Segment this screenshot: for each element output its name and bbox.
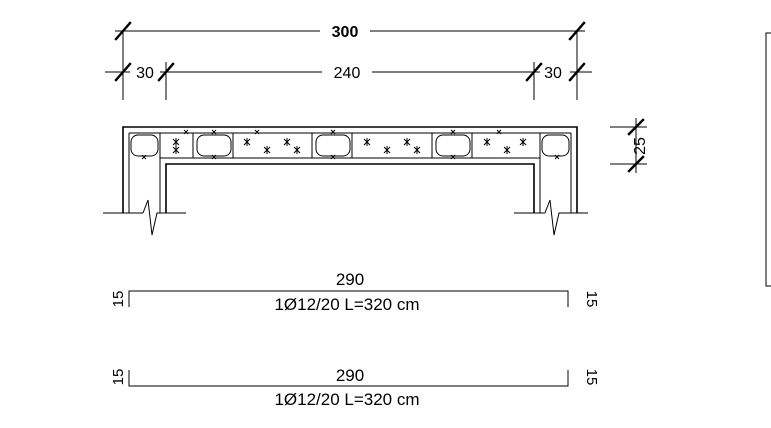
rebar-shape-1	[128, 290, 569, 307]
dim-label-thickness: 25	[632, 137, 649, 155]
hollow-block-5	[541, 134, 570, 157]
dim-spans: 30 240 30	[105, 62, 592, 100]
tick-mark-top	[627, 118, 645, 136]
tick-mark-bottom	[627, 155, 645, 173]
rebar-length-label: 290	[336, 366, 364, 385]
tick-mark-b	[157, 62, 175, 82]
dim-label-right-support: 30	[544, 65, 562, 82]
tick-mark-left	[114, 21, 132, 41]
rebar-length-label: 290	[336, 270, 364, 289]
right-break-symbol	[514, 199, 588, 236]
rebar-description: 1Ø12/20 L=320 cm	[274, 295, 419, 314]
hollow-block-4	[435, 134, 471, 157]
left-break-symbol	[103, 199, 186, 236]
slab-outline-outer	[122, 126, 578, 213]
rebar-schedule-item-1: 290 1Ø12/20 L=320 cm 15 15	[110, 270, 600, 314]
tick-mark-d	[568, 62, 586, 82]
dim-total-width: 300	[114, 21, 586, 62]
sheet-frame-edge	[765, 32, 771, 287]
hollow-block-2	[196, 134, 232, 157]
dim-slab-thickness: 25	[610, 118, 649, 173]
rebar-schedule-item-2: 290 1Ø12/20 L=320 cm 15 15	[110, 366, 600, 409]
rebar-hook-right-label: 15	[583, 369, 600, 386]
tick-mark-right	[568, 21, 586, 41]
rebar-hook-left-label: 15	[110, 369, 127, 386]
rebar-hook-right-label: 15	[583, 291, 600, 308]
dim-label-clear-span: 240	[334, 65, 361, 82]
rebar-hook-left-label: 15	[110, 291, 127, 308]
slab-section	[103, 126, 588, 236]
slab-outline-inner	[165, 163, 535, 213]
dim-label-total: 300	[332, 24, 359, 41]
rebar-shape-2	[128, 370, 569, 387]
dim-label-left-support: 30	[136, 65, 154, 82]
rebar-description: 1Ø12/20 L=320 cm	[274, 390, 419, 409]
hollow-block-1	[130, 134, 159, 157]
tick-mark-a	[114, 62, 132, 82]
tick-mark-c	[525, 62, 543, 82]
cell-separators	[159, 133, 541, 158]
rebar-cross-marks	[141, 129, 560, 160]
hollow-block-3	[315, 134, 351, 157]
